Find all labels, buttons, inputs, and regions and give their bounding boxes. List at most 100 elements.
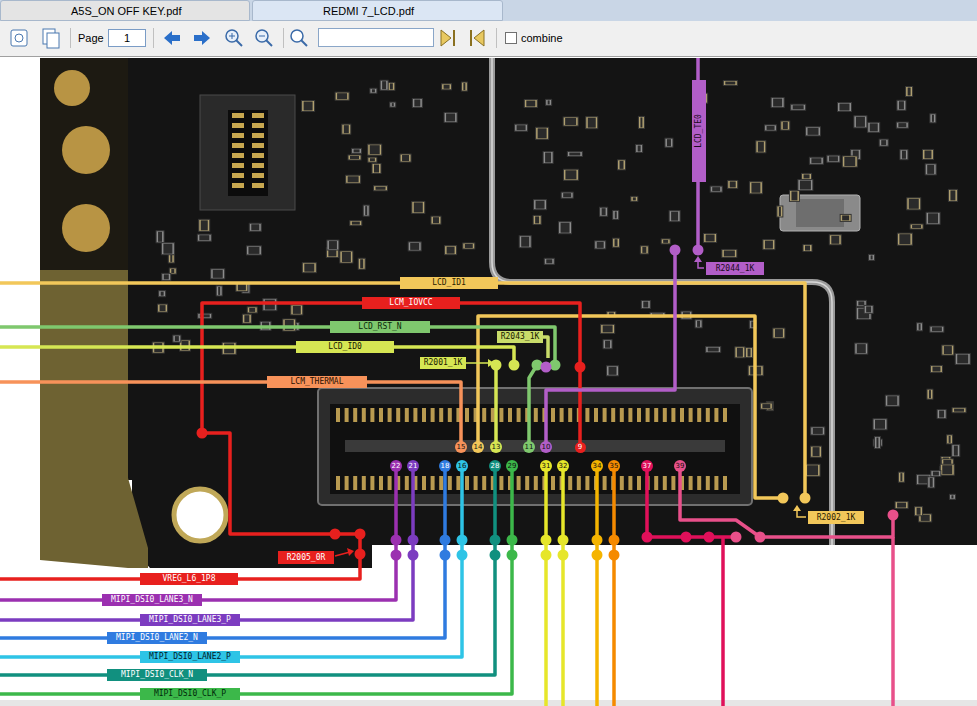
signal-label-text: MIPI_DSI0_LANE2_P — [149, 653, 231, 661]
smd-body — [887, 396, 897, 405]
trace-line — [561, 466, 565, 706]
smd-component — [897, 233, 912, 245]
smd-component — [524, 100, 537, 108]
smd-component — [756, 141, 766, 153]
find-prev-icon — [453, 30, 455, 46]
pin-number-text: 29 — [508, 463, 517, 470]
smd-body — [779, 207, 781, 216]
smd-component — [559, 222, 572, 234]
smd-body — [748, 349, 751, 357]
signal-label: LCD_TE0 — [692, 80, 706, 182]
test-point-dot — [490, 550, 501, 561]
smd-body — [433, 217, 439, 223]
smd-body — [517, 125, 526, 130]
smd-component — [561, 192, 573, 198]
signal-label: MIPI_DSI0_LANE2_N — [107, 632, 207, 644]
smd-body — [304, 101, 313, 110]
smd-component — [302, 263, 316, 273]
smd-body — [751, 183, 760, 193]
connector-pin — [362, 408, 366, 422]
pin-number: 13 — [490, 441, 502, 453]
smd-component — [781, 121, 790, 130]
test-point-dot — [693, 245, 704, 256]
smd-component — [922, 149, 933, 159]
smd-component — [791, 104, 806, 110]
smd-body — [706, 234, 715, 241]
pin-number: 37 — [641, 460, 653, 472]
pin-number: 9 — [575, 442, 586, 453]
smd-component — [607, 366, 619, 376]
connector-pin — [353, 408, 357, 422]
smd-component — [372, 164, 381, 174]
smd-body — [360, 259, 363, 268]
smd-body — [446, 113, 455, 121]
smd-component — [348, 155, 361, 160]
signal-label-text: VREG_L6_1P8 — [163, 575, 216, 583]
connector-pin — [594, 408, 598, 422]
test-point-dot — [575, 362, 586, 373]
leader-arrow — [466, 359, 494, 367]
connector-pin — [388, 408, 392, 422]
smd-component — [855, 343, 868, 354]
test-point-dot — [507, 550, 518, 561]
pin-number: 14 — [472, 441, 484, 453]
smd-component — [380, 80, 388, 90]
smd-body — [807, 465, 818, 475]
connector-pin — [714, 476, 718, 490]
smd-body — [950, 190, 955, 200]
connector-pin — [534, 408, 538, 422]
smd-component — [765, 125, 777, 131]
smd-component — [400, 154, 411, 162]
smd-body — [414, 202, 423, 212]
smd-component — [641, 301, 650, 309]
pin-number-text: 16 — [458, 463, 467, 470]
smd-component — [283, 319, 296, 331]
trace-line — [680, 466, 893, 537]
smd-body — [856, 117, 865, 127]
smd-component — [162, 273, 171, 280]
smd-component — [925, 164, 936, 175]
connector-pin — [603, 476, 607, 490]
smd-component — [897, 100, 906, 110]
smd-body — [928, 213, 938, 223]
trace-line — [721, 537, 725, 706]
smd-body — [160, 305, 166, 311]
smd-component — [249, 223, 261, 231]
pin-number: 39 — [674, 460, 686, 472]
page-number-field: 1 — [108, 29, 146, 47]
smd-component — [563, 117, 578, 126]
smd-component — [723, 81, 737, 86]
smd-component — [868, 122, 880, 132]
connector-pin — [585, 476, 589, 490]
connector-pin — [465, 476, 469, 490]
trace-line — [0, 466, 445, 638]
connector-pin — [362, 476, 366, 490]
separator — [496, 28, 497, 48]
trace-line — [529, 365, 537, 447]
test-point-dot — [440, 535, 451, 546]
smd-body — [944, 346, 952, 354]
fit-icon — [11, 30, 27, 46]
signal-label-text: LCD_TE0 — [695, 114, 703, 148]
smd-body — [957, 354, 968, 363]
connector-pin — [628, 408, 632, 422]
signal-label: LCM_IOVCC — [362, 297, 460, 309]
signal-label-text: MIPI_DSI0_CLK_P — [154, 690, 226, 698]
trace-line — [647, 466, 740, 537]
smd-body — [927, 165, 934, 174]
zoom-out-icon — [259, 36, 265, 37]
connector-pin — [232, 173, 244, 178]
smd-body — [447, 247, 455, 254]
smd-component — [342, 124, 351, 134]
smd-body — [642, 247, 646, 253]
signal-label: MIPI_DSI0_LANE3_P — [140, 614, 240, 626]
connector-pin — [723, 476, 727, 490]
smd-body — [767, 126, 775, 130]
smd-component — [216, 286, 222, 296]
signal-label-text: LCD_ID0 — [328, 343, 362, 351]
leader-arrows — [335, 256, 806, 556]
pin-number: 34 — [591, 460, 603, 472]
smd-component — [910, 224, 923, 229]
smd-component — [809, 157, 823, 164]
leader-arrow — [335, 548, 354, 556]
